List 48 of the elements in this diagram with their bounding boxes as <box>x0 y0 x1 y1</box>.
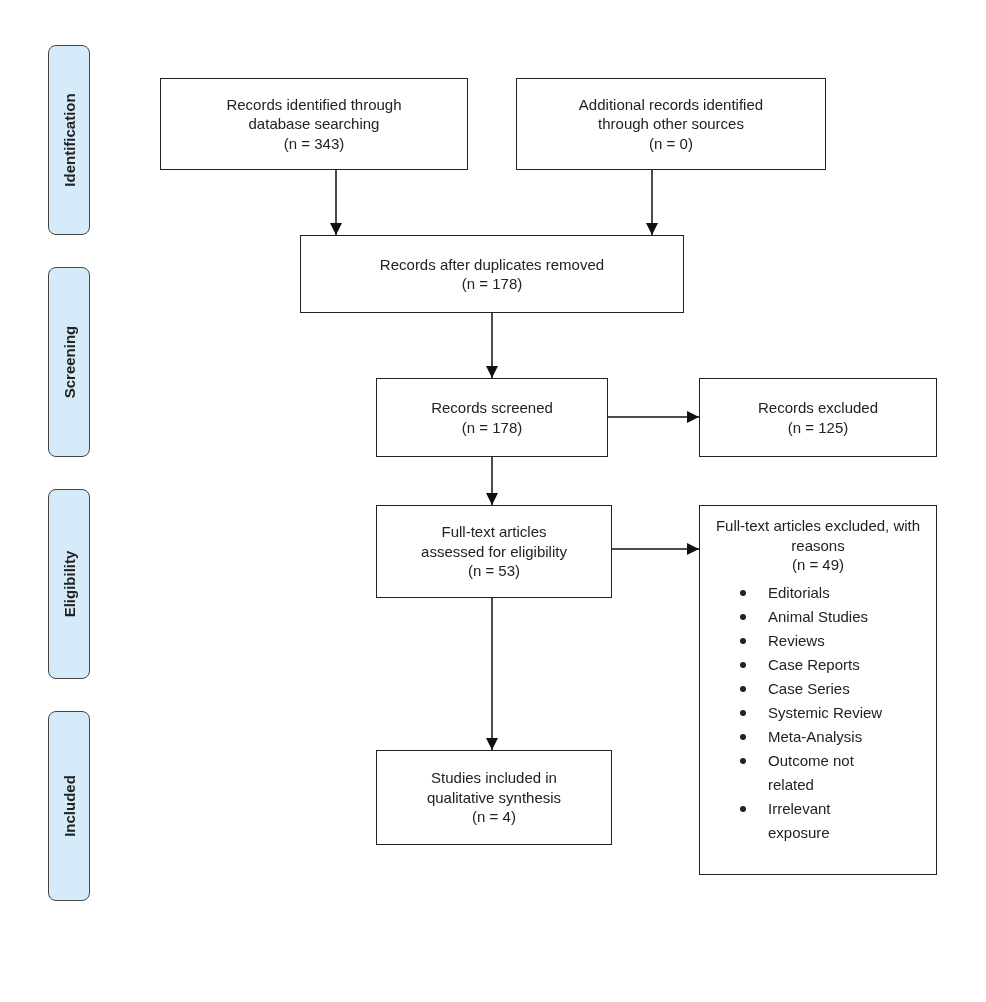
process-box <box>699 378 937 457</box>
phase-label: Included <box>60 775 78 837</box>
list-item: Meta-Analysis <box>768 726 864 747</box>
phase-band <box>48 267 90 457</box>
arrow <box>607 411 700 423</box>
list-item: Systemic Review <box>768 702 884 723</box>
box-text: (n = 343) <box>283 133 345 154</box>
box-text: (n = 49) <box>791 555 845 575</box>
phase-label: Identification <box>60 93 78 187</box>
box-text: Additional records identified through other sources <box>577 94 765 134</box>
phase-label: Eligibility <box>60 550 78 618</box>
process-box <box>160 78 468 170</box>
arrow <box>330 169 342 236</box>
process-box <box>699 505 937 875</box>
phase-band <box>48 45 90 235</box>
arrow <box>646 169 658 236</box>
box-text: Full-text articles excluded, with reasons <box>714 516 922 555</box>
box-text: (n = 0) <box>649 133 693 154</box>
box-text: Records identified through database searching <box>225 94 403 134</box>
box-text: Records after duplicates removed <box>379 254 605 274</box>
box-text: (n = 125) <box>787 417 849 437</box>
phase-band <box>48 711 90 901</box>
list-item: Irrelevant exposure <box>768 798 832 843</box>
box-text: Records excluded <box>757 398 879 418</box>
list-item: Case Series <box>768 678 851 699</box>
arrow <box>486 456 498 506</box>
process-box <box>376 505 612 598</box>
arrow <box>486 597 498 751</box>
process-box <box>516 78 826 170</box>
box-text: (n = 178) <box>461 417 523 437</box>
list-item: Animal Studies <box>768 606 870 627</box>
arrow <box>486 312 498 379</box>
arrow <box>611 543 700 555</box>
box-text: (n = 4) <box>472 807 516 827</box>
phase-label: Screening <box>60 325 78 399</box>
process-box <box>376 750 612 845</box>
list-item: Reviews <box>768 630 826 651</box>
box-text: (n = 53) <box>467 561 521 581</box>
box-text: Studies included in qualitative synthesis <box>425 768 563 808</box>
box-text: Records screened <box>431 398 553 418</box>
box-text: Full-text articles assessed for eligibility <box>421 522 567 562</box>
process-box <box>300 235 684 313</box>
box-text: (n = 178) <box>461 274 523 294</box>
process-box <box>376 378 608 457</box>
list-item: Outcome not related <box>768 750 855 795</box>
list-item: Editorials <box>768 582 831 603</box>
list-item: Case Reports <box>768 654 861 675</box>
phase-band <box>48 489 90 679</box>
